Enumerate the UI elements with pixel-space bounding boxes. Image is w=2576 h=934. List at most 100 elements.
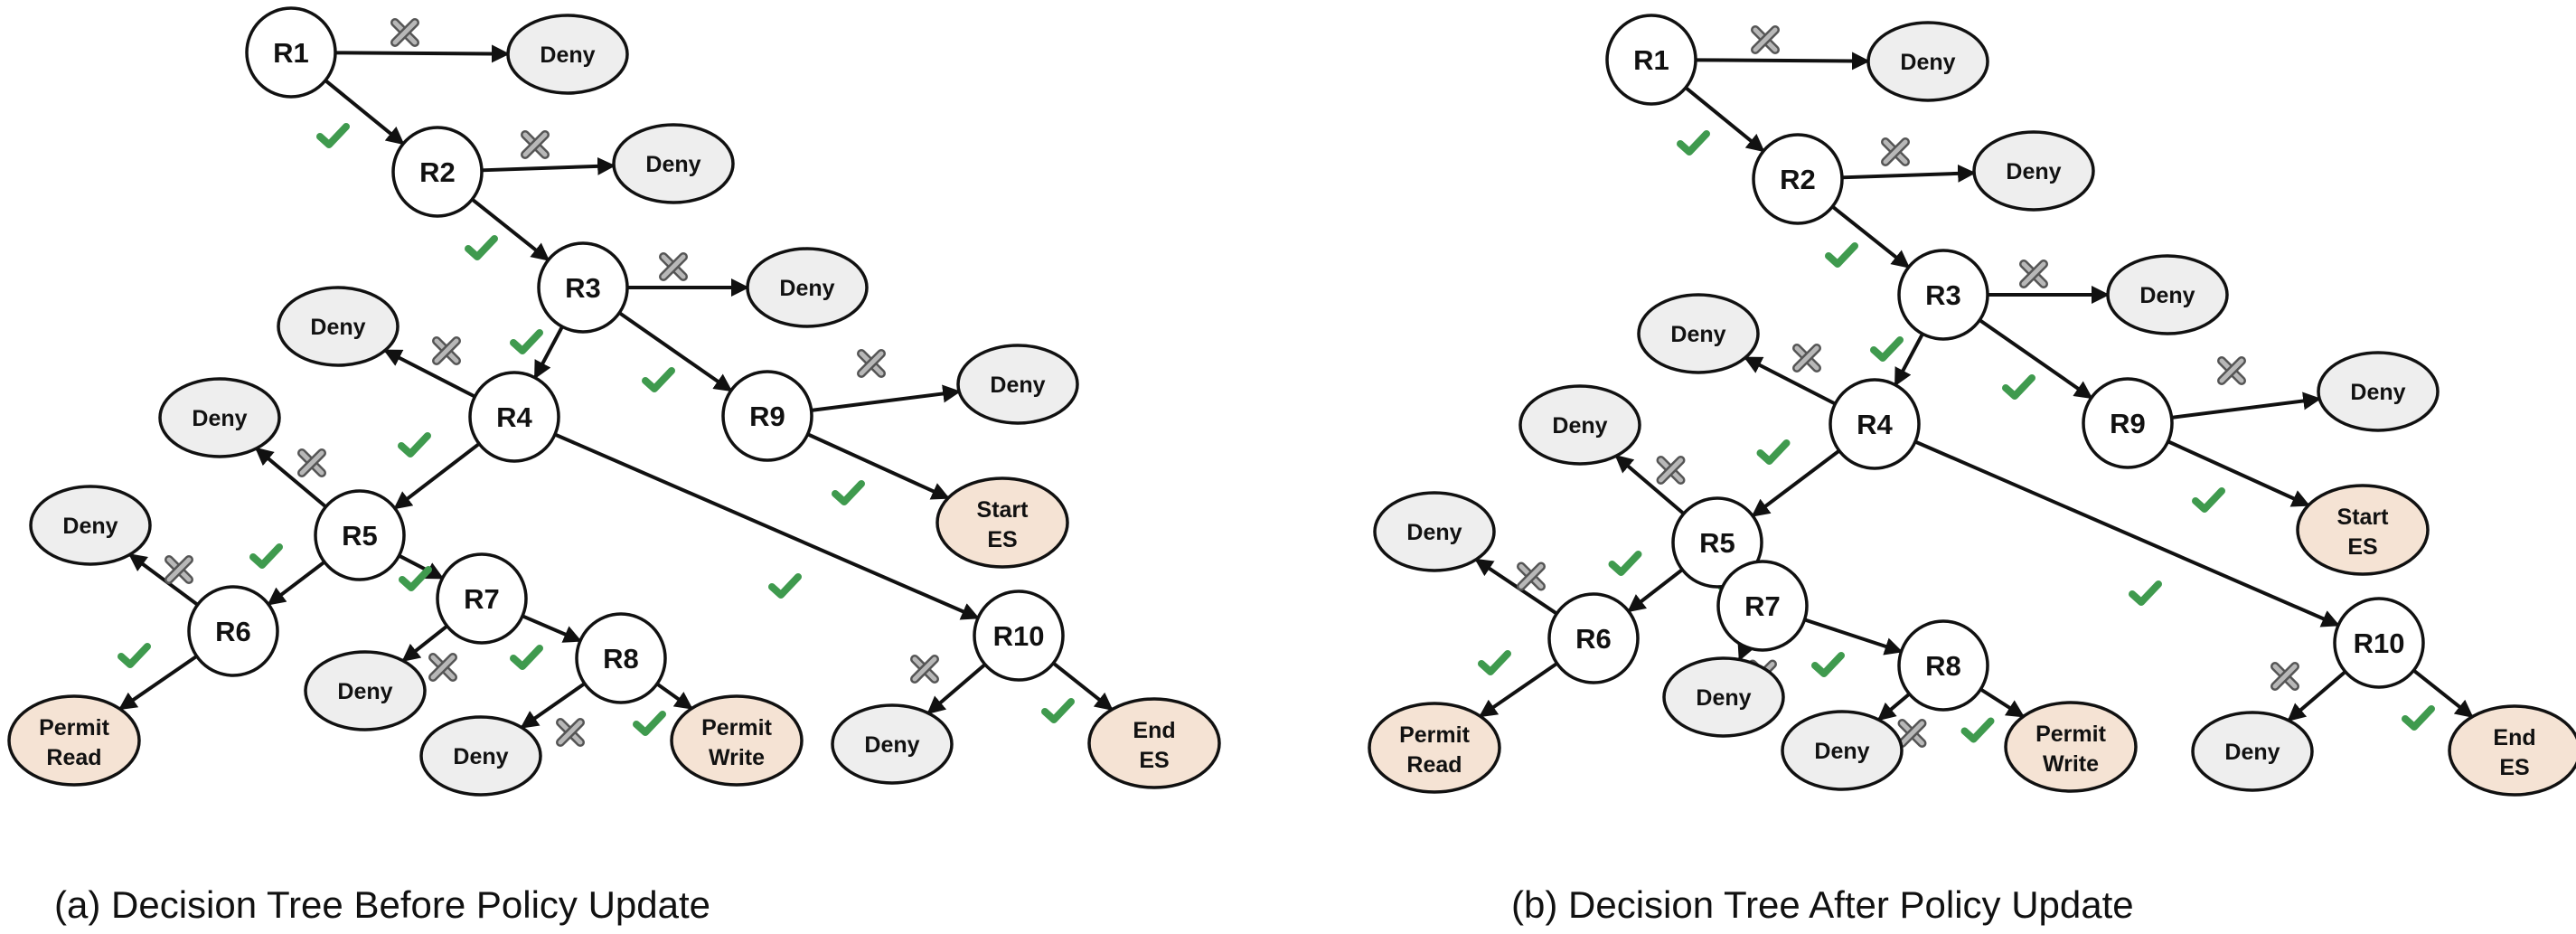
- a-rule-label-r7: R7: [464, 583, 500, 615]
- b-rule-label-r4: R4: [1857, 409, 1893, 440]
- a-edge-r10-en: [1052, 661, 1114, 712]
- a-rule-node-r4: R4: [468, 371, 560, 463]
- a-check-icon-r7-r8: [510, 645, 543, 670]
- a-deny-node-d1: Deny: [506, 14, 629, 95]
- a-rule-node-r9: R9: [721, 370, 813, 462]
- b-rule-label-r6: R6: [1575, 623, 1612, 655]
- a-rule-node-r1: R1: [245, 6, 337, 99]
- a-deny-node-d10: Deny: [831, 703, 954, 785]
- b-edge-r1-r2: [1684, 86, 1765, 153]
- a-action-label-bottom-pw: Write: [709, 745, 765, 770]
- b-rule-node-r9: R9: [2082, 377, 2174, 469]
- b-rule-node-r6: R6: [1547, 592, 1640, 684]
- a-rule-node-r2: R2: [391, 126, 484, 218]
- b-deny-label-d7: Deny: [1696, 685, 1751, 711]
- a-rule-node-r3: R3: [537, 241, 629, 334]
- b-action-label-top-en: End: [2493, 725, 2535, 750]
- b-rule-label-r7: R7: [1744, 590, 1781, 622]
- a-deny-node-d7: Deny: [304, 650, 427, 731]
- caption-after: (b) Decision Tree After Policy Update: [1511, 883, 2134, 926]
- a-check-icon-r10-en: [1041, 698, 1075, 723]
- a-edge-r7-d7: [401, 624, 448, 663]
- b-edge-r10-en: [2412, 668, 2474, 719]
- a-deny-node-d3: Deny: [746, 247, 869, 328]
- a-rule-node-r8: R8: [575, 612, 667, 704]
- a-check-icon-r4-r5: [398, 432, 431, 458]
- b-edge-r9-d9: [2171, 392, 2322, 420]
- a-cross-icon-r8-d8: [556, 718, 585, 747]
- a-deny-label-d8: Deny: [453, 744, 508, 769]
- b-deny-node-d3: Deny: [2106, 254, 2229, 335]
- a-cross-icon-r4-d4: [432, 336, 461, 365]
- b-check-icon-r3-r9: [2002, 374, 2035, 400]
- a-check-icon-r3-r9: [642, 367, 675, 392]
- b-check-icon-r7-r8: [1811, 652, 1845, 677]
- b-cross-icon-r2-d2: [1881, 137, 1910, 166]
- b-action-label-top-pw: Permit: [2035, 722, 2106, 747]
- a-deny-label-d2: Deny: [645, 152, 700, 177]
- a-edge-r8-pw: [655, 682, 693, 711]
- a-deny-label-d10: Deny: [864, 732, 919, 758]
- b-edge-r8-d8: [1876, 692, 1911, 722]
- b-deny-node-d5: Deny: [1518, 384, 1641, 466]
- a-check-icon-r2-r3: [465, 235, 498, 260]
- b-check-icon-r3-r4: [1870, 336, 1904, 362]
- a-check-icon-r9-st: [832, 480, 865, 505]
- b-deny-node-d9: Deny: [2317, 351, 2440, 432]
- a-check-icon-r1-r2: [316, 123, 350, 148]
- a-deny-node-d6: Deny: [29, 485, 152, 566]
- a-deny-label-d9: Deny: [990, 373, 1045, 398]
- b-deny-node-d1: Deny: [1866, 21, 1989, 102]
- b-check-icon-r1-r2: [1677, 130, 1710, 156]
- b-deny-node-d4: Deny: [1637, 293, 1760, 374]
- b-rule-node-r7: R7: [1716, 560, 1809, 652]
- a-action-label-top-pw: Permit: [701, 715, 772, 741]
- a-cross-icon-r10-d10: [910, 655, 939, 684]
- b-rule-label-r3: R3: [1925, 279, 1961, 311]
- a-check-icon-r6-pr: [118, 643, 151, 668]
- b-edge-r5-r6: [1627, 568, 1684, 613]
- a-deny-label-d7: Deny: [337, 679, 392, 704]
- b-edge-r4-r5: [1751, 448, 1841, 518]
- a-action-label-top-st: Start: [977, 497, 1029, 523]
- a-edge-r2-d2: [481, 156, 616, 175]
- b-deny-node-d10: Deny: [2191, 711, 2314, 792]
- a-edge-r9-d9: [811, 384, 962, 412]
- b-deny-label-d8: Deny: [1814, 739, 1869, 764]
- a-edge-r4-d4: [383, 348, 476, 399]
- b-rule-label-r5: R5: [1699, 527, 1735, 559]
- b-deny-label-d10: Deny: [2224, 740, 2280, 765]
- a-cross-icon-r1-d1: [390, 18, 419, 47]
- b-check-icon-r9-st: [2192, 487, 2225, 513]
- b-edge-r8-pw: [1979, 687, 2026, 719]
- a-rule-label-r4: R4: [496, 401, 532, 433]
- b-rule-label-r9: R9: [2110, 408, 2146, 439]
- b-check-icon-r6-pr: [1478, 650, 1511, 675]
- b-check-icon-r4-r10: [2129, 580, 2162, 606]
- a-deny-node-d9: Deny: [956, 344, 1079, 425]
- a-rule-label-r10: R10: [993, 620, 1045, 652]
- b-cross-icon-r10-d10: [2270, 662, 2299, 691]
- b-cross-icon-r5-d5: [1656, 456, 1686, 485]
- a-check-icon-r8-pw: [633, 711, 666, 736]
- b-edge-r2-d2: [1841, 164, 1977, 183]
- a-deny-node-d8: Deny: [419, 715, 542, 797]
- b-rule-node-r8: R8: [1897, 619, 1989, 712]
- a-action-label-top-en: End: [1133, 718, 1175, 743]
- a-edge-r2-r3: [471, 197, 550, 262]
- b-deny-label-d5: Deny: [1552, 413, 1607, 439]
- b-check-icon-r5-r6: [1608, 551, 1642, 576]
- a-deny-node-d2: Deny: [612, 123, 735, 204]
- a-edge-r6-d6: [127, 552, 199, 607]
- b-rule-node-r4: R4: [1829, 378, 1921, 470]
- a-check-icon-r4-r10: [768, 573, 802, 599]
- b-deny-label-d3: Deny: [2139, 283, 2195, 308]
- a-deny-label-d4: Deny: [310, 315, 365, 340]
- caption-before: (a) Decision Tree Before Policy Update: [54, 883, 710, 926]
- b-deny-label-d9: Deny: [2350, 380, 2405, 405]
